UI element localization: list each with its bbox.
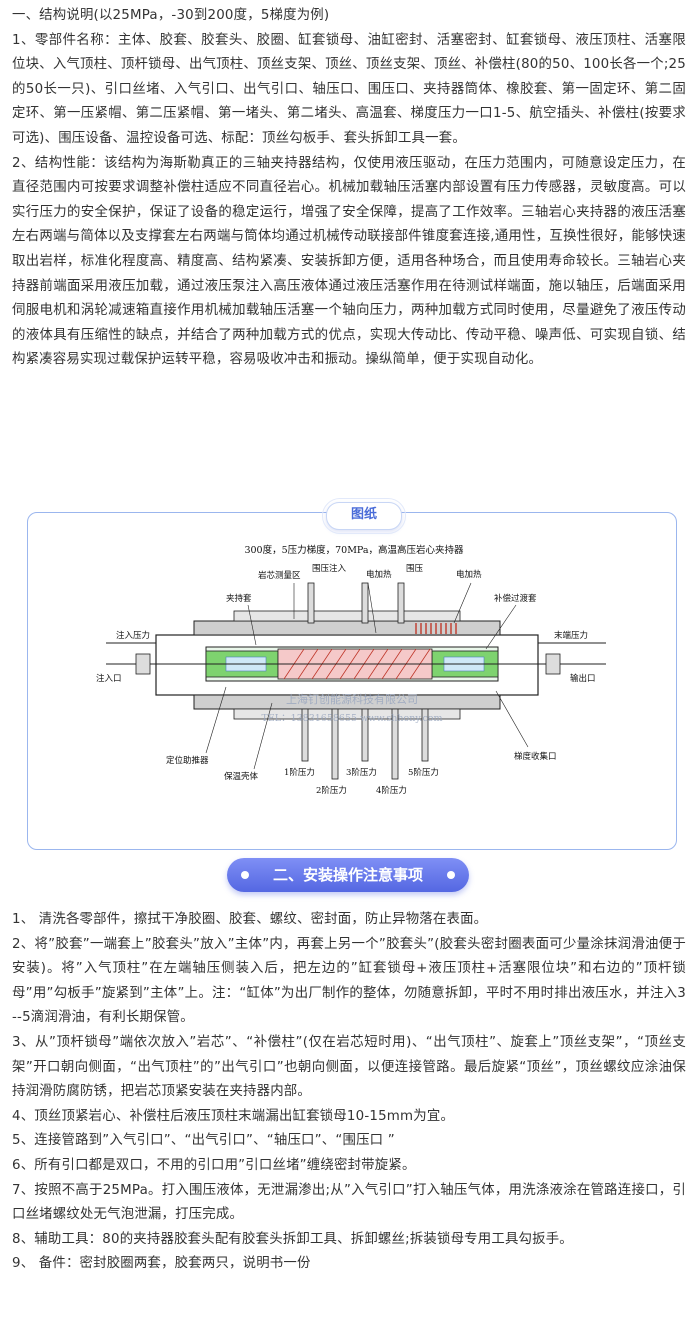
label-inlet: 注入口 [96,673,122,684]
gradient-port-5 [421,708,429,762]
label-gradient-collector: 梯度收集口 [514,751,557,762]
label-outlet: 输出口 [570,673,596,684]
label-positioner: 定位助推器 [166,755,209,766]
label-comp-sleeve: 补偿过渡套 [494,593,537,604]
install-step: 1、 清洗各零部件，擦拭干净胶圈、胶套、螺纹、密封面，防止异物落在表面。 [12,912,488,927]
label-electric-heat-2: 电加热 [456,569,482,580]
install-notes-section: 1、 清洗各零部件，擦拭干净胶圈、胶套、螺纹、密封面，防止异物落在表面。 2、将… [0,908,700,1277]
drawing-pill-label: 图纸 [322,498,406,534]
label-p4: 4阶压力 [376,785,407,796]
heater-top [193,620,501,636]
install-step: 9、 备件：密封胶圈两套，胶套两只，说明书一份 [12,1256,311,1272]
label-p5: 5阶压力 [408,767,439,778]
bottom-cap [233,708,461,720]
install-step: 4、顶丝顶紧岩心、补偿柱后液压顶柱末端漏出缸套锁母10-15mm为宜。 [12,1108,455,1124]
label-p2: 2阶压力 [316,785,347,796]
right-end-fitting [545,653,561,675]
drawing-title: 300度，5压力梯度，70MPa，高温高压岩心夹持器 [244,544,464,556]
label-confining: 围压 [406,564,424,574]
install-step: 5、连接管路到”入气引口”、“出气引口”、“轴压口”、“围压口 ” [12,1133,395,1149]
performance-paragraph: 2、结构性能：该结构为海斯勒真正的三轴夹持器结构，仅使用液压驱动，在压力范围内，… [12,155,686,368]
label-electric-heat: 电加热 [366,569,392,580]
install-notes-banner: 二、安装操作注意事项 [227,858,469,892]
core-holder-schematic: 300度，5压力梯度，70MPa，高温高压岩心夹持器 [96,544,606,796]
install-step: 2、将”胶套”一端套上”胶套头”放入”主体”内，再套上另一个”胶套头”(胶套头密… [12,936,686,1026]
leader-lines [205,582,529,770]
label-confining-inject: 围压注入 [312,563,347,574]
heating-coil-top [415,623,457,634]
heater-port [361,582,369,624]
gradient-port-2 [331,708,339,780]
structure-section: 一、结构说明(以25MPa，-30到200度，5梯度为例) 1、零部件名称：主体… [0,4,700,373]
confining-port [397,582,405,624]
label-core-zone: 岩芯测量区 [258,570,301,581]
install-step: 3、从”顶杆锁母”端依次放入”岩芯”、“补偿柱”(仅在岩芯短时用)、“出气顶柱”… [12,1034,686,1100]
drawing-pill-text: 图纸 [350,507,377,522]
install-step: 8、辅助工具：80的夹持器胶套头配有胶套头拆卸工具、拆卸螺丝;拆装锁母专用工具勾… [12,1231,573,1247]
confining-inject-port [307,582,315,624]
pill-ring [322,498,406,534]
install-step: 6、所有引口都是双口，不用的引口用”引口丝堵”缠绕密封带旋紧。 [12,1157,416,1173]
install-step: 7、按照不高于25MPa。打入围压液体，无泄漏渗出;从”入气引口”打入轴压气体，… [12,1182,686,1223]
banner-dot-right [447,871,455,879]
label-p3: 3阶压力 [346,767,377,778]
gradient-port-4 [391,708,399,780]
watermark-company: 上海钉创能源科技有限公司 [286,692,418,706]
label-insulation: 保温壳体 [224,771,259,782]
label-p1: 1阶压力 [284,767,315,778]
gradient-port-3 [361,708,369,762]
label-inject-pressure: 注入压力 [116,630,150,641]
watermark-contact: TEL：13831658655 www.shhony.com [262,713,443,724]
drawing-figure: 图纸 300度，5压力梯度，70MPa，高温高压岩心夹持器 [27,498,677,850]
left-end-fitting [135,653,151,675]
banner-dot-left [241,871,249,879]
label-holder-sleeve: 夹持套 [226,593,252,604]
parts-list-paragraph: 1、零部件名称：主体、胶套、胶套头、胶圈、缸套锁母、油缸密封、活塞密封、缸套锁母… [12,32,686,146]
top-cap [233,610,461,622]
gradient-port-1 [301,708,309,762]
install-notes-title: 二、安装操作注意事项 [272,866,423,884]
label-end-pressure: 末端压力 [554,630,588,641]
structure-heading: 一、结构说明(以25MPa，-30到200度，5梯度为例) [12,8,330,23]
